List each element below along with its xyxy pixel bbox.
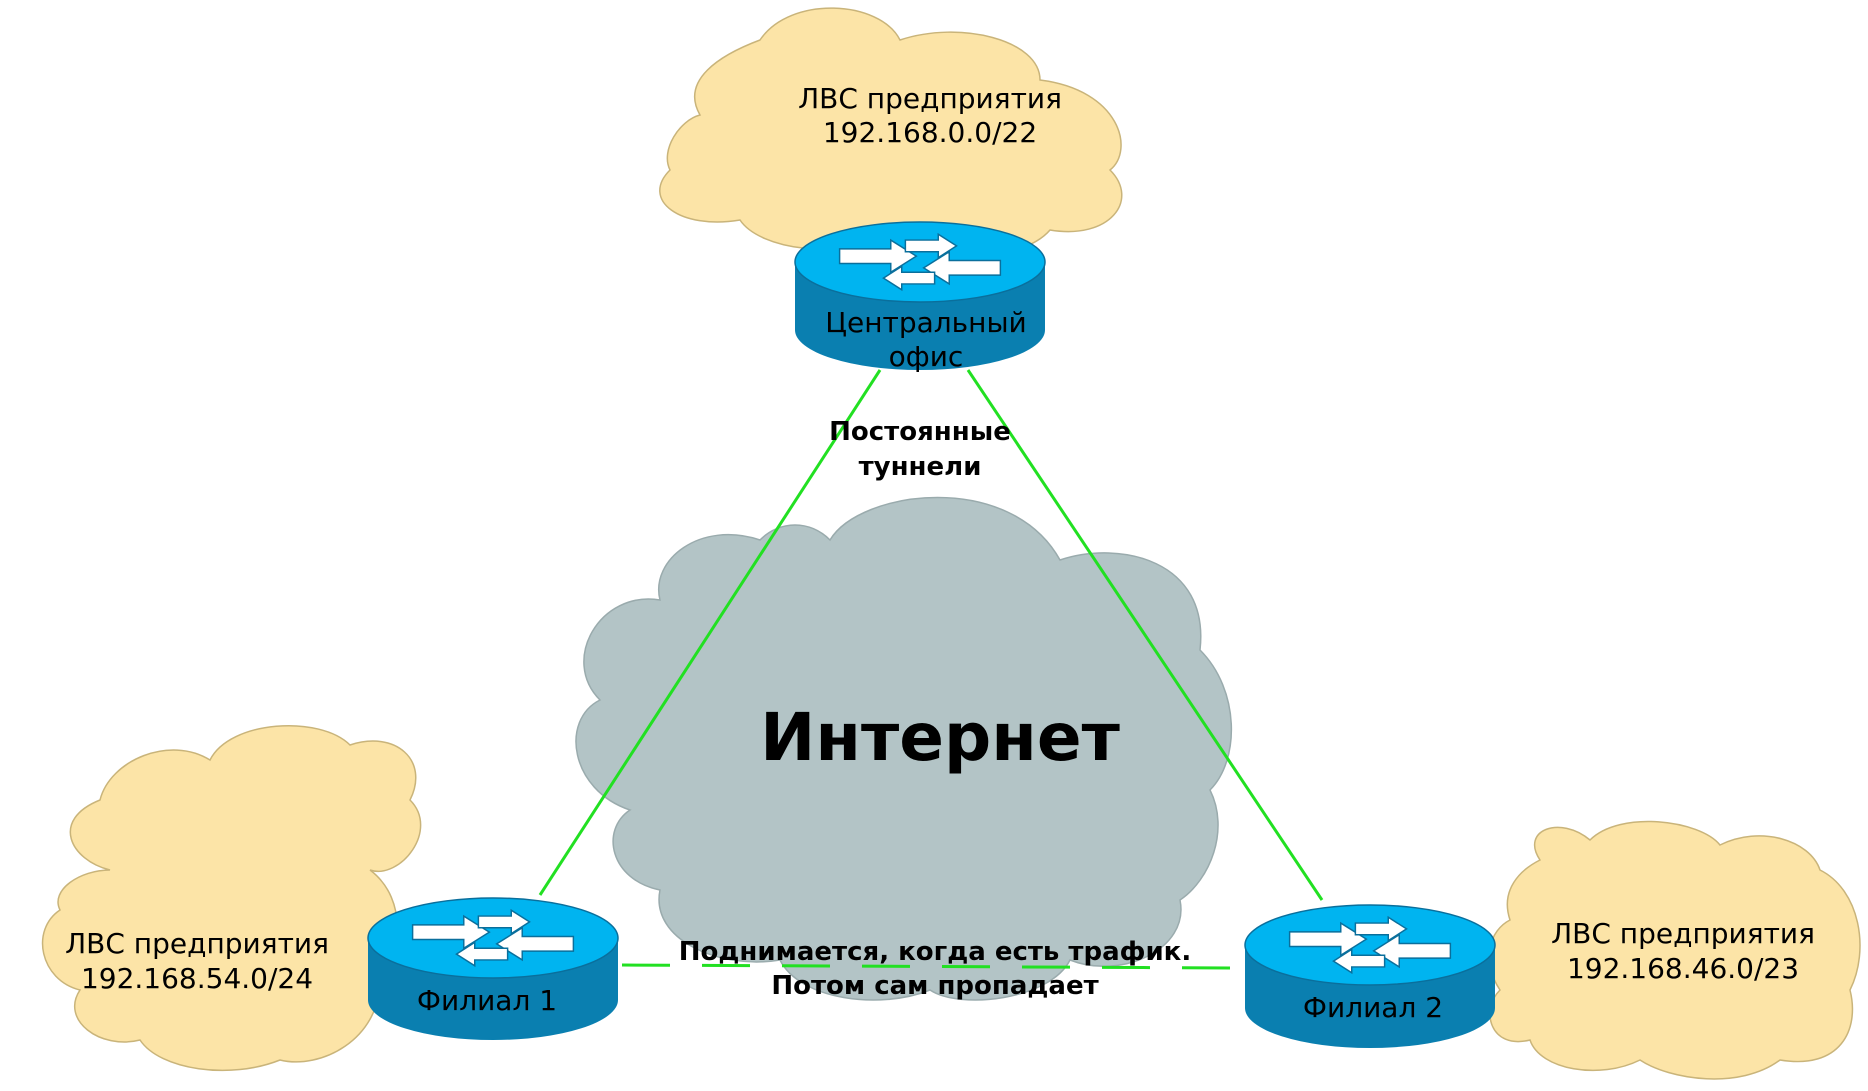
internet-label: Интернет [760, 699, 1120, 776]
lan-top-subnet: 192.168.0.0/22 [823, 116, 1037, 149]
router-central-label-2: офис [889, 340, 964, 373]
permanent-tunnels-label-2: туннели [859, 452, 982, 482]
lan-right-subnet: 192.168.46.0/23 [1567, 952, 1799, 985]
tunnel-branch1-branch2 [621, 963, 1241, 970]
lan-cloud-left [41, 724, 422, 1072]
tunnel-central-branch2 [966, 369, 1324, 901]
lan-right-name: ЛВС предприятия [1551, 917, 1815, 950]
tunnel-lines [538, 369, 1324, 970]
router-central-label-1: Центральный [825, 306, 1027, 339]
router-central [794, 221, 1046, 370]
internet-cloud [575, 496, 1233, 1001]
tunnel-central-branch1 [538, 369, 882, 896]
router-branch2 [1244, 904, 1496, 1048]
lan-left-subnet: 192.168.54.0/24 [81, 962, 313, 995]
on-demand-tunnel-label-2: Потом сам пропадает [771, 971, 1098, 1001]
router-branch2-label: Филиал 2 [1303, 991, 1443, 1024]
lan-left-name: ЛВС предприятия [65, 927, 329, 960]
router-branch1-label: Филиал 1 [417, 984, 557, 1017]
permanent-tunnels-label-1: Постоянные [829, 417, 1011, 447]
lan-cloud-right [1488, 820, 1861, 1080]
on-demand-tunnel-label-1: Поднимается, когда есть трафик. [679, 937, 1191, 967]
lan-top-name: ЛВС предприятия [798, 82, 1062, 115]
router-branch1 [367, 897, 619, 1040]
